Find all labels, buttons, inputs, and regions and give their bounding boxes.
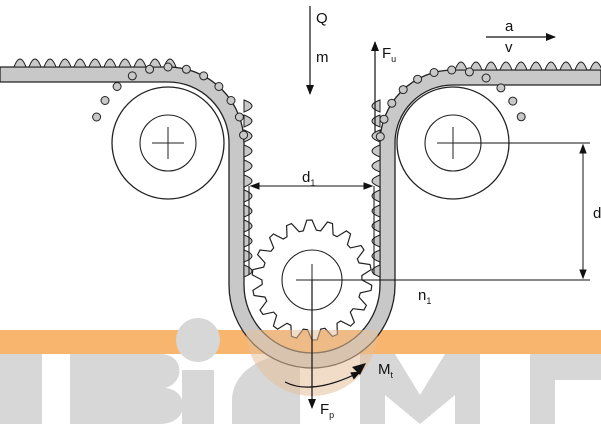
belt-tooth (371, 219, 381, 233)
belt-tooth (514, 61, 528, 71)
belt-tooth (371, 234, 381, 248)
belt-tooth (199, 71, 209, 81)
belt-tooth (112, 82, 122, 91)
belt-tooth (239, 130, 249, 140)
rpm-label: n1 (418, 287, 431, 306)
watermark-dot (176, 318, 220, 362)
belt-tooth (589, 61, 601, 71)
belt-tooth (469, 61, 483, 71)
torque-arrow (284, 371, 361, 388)
belt-tooth (88, 58, 102, 68)
belt-tooth (371, 99, 381, 113)
belt-tooth (454, 61, 468, 71)
center-distance-label: d (593, 205, 601, 222)
belt-tooth (92, 112, 102, 122)
d1-label: d1 (302, 169, 315, 188)
toothed-belt (0, 58, 601, 369)
belt-tooth (371, 174, 381, 188)
accel-label: a (505, 18, 514, 35)
belt-tooth (43, 58, 57, 68)
belt-tooth (371, 249, 381, 263)
speed-label: v (505, 39, 513, 56)
belt-tooth (371, 264, 381, 278)
belt-tooth (413, 74, 423, 84)
belt-tooth (243, 114, 253, 128)
load-label: Q (316, 10, 328, 27)
belt-tooth (243, 189, 253, 203)
belt-tooth (148, 58, 162, 68)
force-u-label: Fu (382, 45, 396, 64)
belt-tooth (73, 58, 87, 68)
belt-tooth (28, 58, 42, 68)
mass-label: m (316, 49, 329, 66)
belt-tooth (100, 96, 110, 105)
belt-tooth (464, 67, 474, 77)
belt-tooth (529, 61, 543, 71)
belt-tooth (145, 64, 155, 74)
belt-tooth (559, 61, 573, 71)
belt-tooth (243, 174, 253, 188)
belt-tooth (371, 189, 381, 203)
belt-tooth (13, 58, 27, 68)
belt-tooth (447, 65, 457, 75)
belt-tooth (58, 58, 72, 68)
belt-tooth (499, 61, 513, 71)
belt-tooth (508, 96, 518, 106)
belt-tooth (181, 64, 191, 74)
belt-tooth (243, 99, 253, 113)
belt-tooth (544, 61, 558, 71)
belt-tooth (375, 132, 385, 142)
belt-tooth (398, 85, 408, 95)
belt-tooth (243, 144, 253, 158)
idler-pulley-right (396, 86, 510, 200)
belt-tooth (429, 68, 439, 77)
belt-tooth (163, 62, 173, 72)
idler-pulley-left (111, 86, 225, 200)
belt-tooth (243, 264, 253, 278)
belt-tooth (574, 61, 588, 71)
belt-tooth (371, 159, 381, 173)
belt-tooth (243, 249, 253, 263)
belt-tooth (226, 96, 236, 105)
belt-tooth (243, 219, 253, 233)
belt-tooth (127, 71, 137, 81)
belt-tooth (496, 83, 506, 93)
belt-tooth (484, 61, 498, 71)
belt-tooth (243, 234, 253, 248)
belt-tooth (371, 144, 381, 158)
belt-tooth (118, 58, 132, 68)
belt-tooth (379, 114, 389, 124)
belt-tooth (371, 114, 381, 128)
belt-tooth (243, 159, 253, 173)
belt-tooth (214, 82, 224, 91)
belt-tooth (481, 73, 491, 83)
belt-tooth (234, 112, 244, 122)
belt-tooth (516, 112, 526, 122)
belt-tooth (133, 58, 147, 68)
belt-tooth (371, 204, 381, 218)
force-p-label: Fp (320, 401, 334, 420)
dimension-d1 (248, 182, 375, 275)
dimension-center-distance (312, 142, 590, 281)
belt-tooth (243, 204, 253, 218)
torque-label: Mt (378, 361, 394, 380)
belt-tooth (103, 58, 117, 68)
torque-arrowhead (352, 363, 366, 375)
belt-tooth (387, 98, 397, 108)
